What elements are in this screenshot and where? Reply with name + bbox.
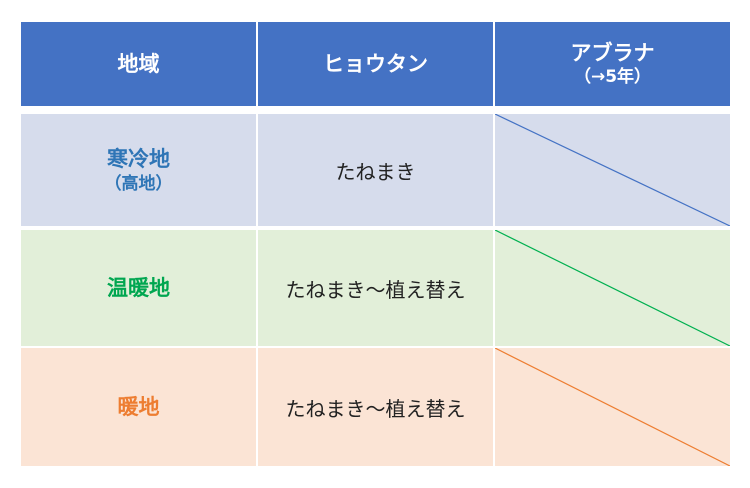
row-warm-aburana-empty — [495, 230, 730, 346]
row-hot-hyoutan-value: たねまき〜植え替え — [285, 396, 466, 421]
row-hot-region-label: 暖地 — [117, 395, 160, 419]
header-aburana-label: アブラナ — [570, 41, 655, 65]
header-region-label: 地域 — [117, 52, 160, 76]
row-hot-hyoutan: たねまき〜植え替え — [258, 348, 493, 466]
diagonal-slash — [495, 114, 730, 226]
row-hot-region: 暖地 — [21, 348, 256, 466]
row-cold-region: 寒冷地 （高地） — [21, 114, 256, 226]
row-warm-hyoutan: たねまき〜植え替え — [258, 230, 493, 346]
planting-table: 地域 ヒョウタン アブラナ （→5年） 寒冷地 （高地） たねまき 温暖地 たね… — [21, 22, 730, 466]
header-hyoutan: ヒョウタン — [258, 22, 493, 106]
header-aburana-note: （→5年） — [573, 67, 652, 87]
row-hot-aburana-empty — [495, 348, 730, 466]
row-cold-aburana-empty — [495, 114, 730, 226]
row-cold-region-note: （高地） — [104, 174, 173, 194]
row-warm-region-label: 温暖地 — [107, 276, 170, 300]
header-region: 地域 — [21, 22, 256, 106]
diagonal-slash — [495, 348, 730, 466]
row-warm-hyoutan-value: たねまき〜植え替え — [285, 277, 466, 302]
diagonal-slash — [495, 230, 730, 346]
row-cold-hyoutan: たねまき — [258, 114, 493, 226]
header-aburana: アブラナ （→5年） — [495, 22, 730, 106]
row-warm-region: 温暖地 — [21, 230, 256, 346]
row-cold-region-label: 寒冷地 — [107, 147, 170, 171]
header-hyoutan-label: ヒョウタン — [323, 52, 428, 76]
row-cold-hyoutan-value: たねまき — [335, 159, 416, 184]
